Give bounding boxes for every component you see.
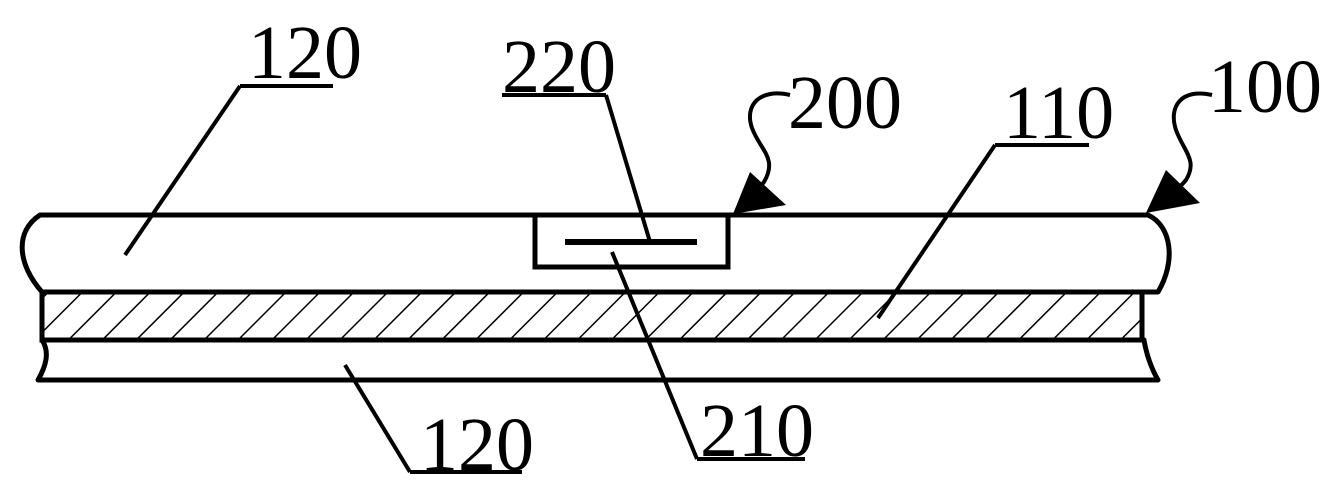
label-220: 220 (502, 25, 616, 109)
leader-110 (876, 143, 997, 320)
middle-layer-110 (39, 289, 1145, 343)
leader-220 (604, 94, 652, 243)
label-120-upper: 120 (248, 11, 362, 95)
arrowhead-100 (1146, 170, 1200, 213)
leader-120-lower (343, 363, 412, 474)
leader-120-upper (123, 84, 242, 257)
arrowhead-200 (733, 172, 786, 214)
label-200: 200 (788, 61, 902, 145)
leader-100-wavy (1168, 91, 1213, 200)
leader-210 (610, 251, 699, 460)
label-110: 110 (1003, 71, 1114, 155)
label-210: 210 (700, 389, 814, 473)
label-120-lower: 120 (420, 403, 534, 487)
leader-200-wavy (746, 91, 791, 204)
label-100: 100 (1208, 45, 1322, 129)
